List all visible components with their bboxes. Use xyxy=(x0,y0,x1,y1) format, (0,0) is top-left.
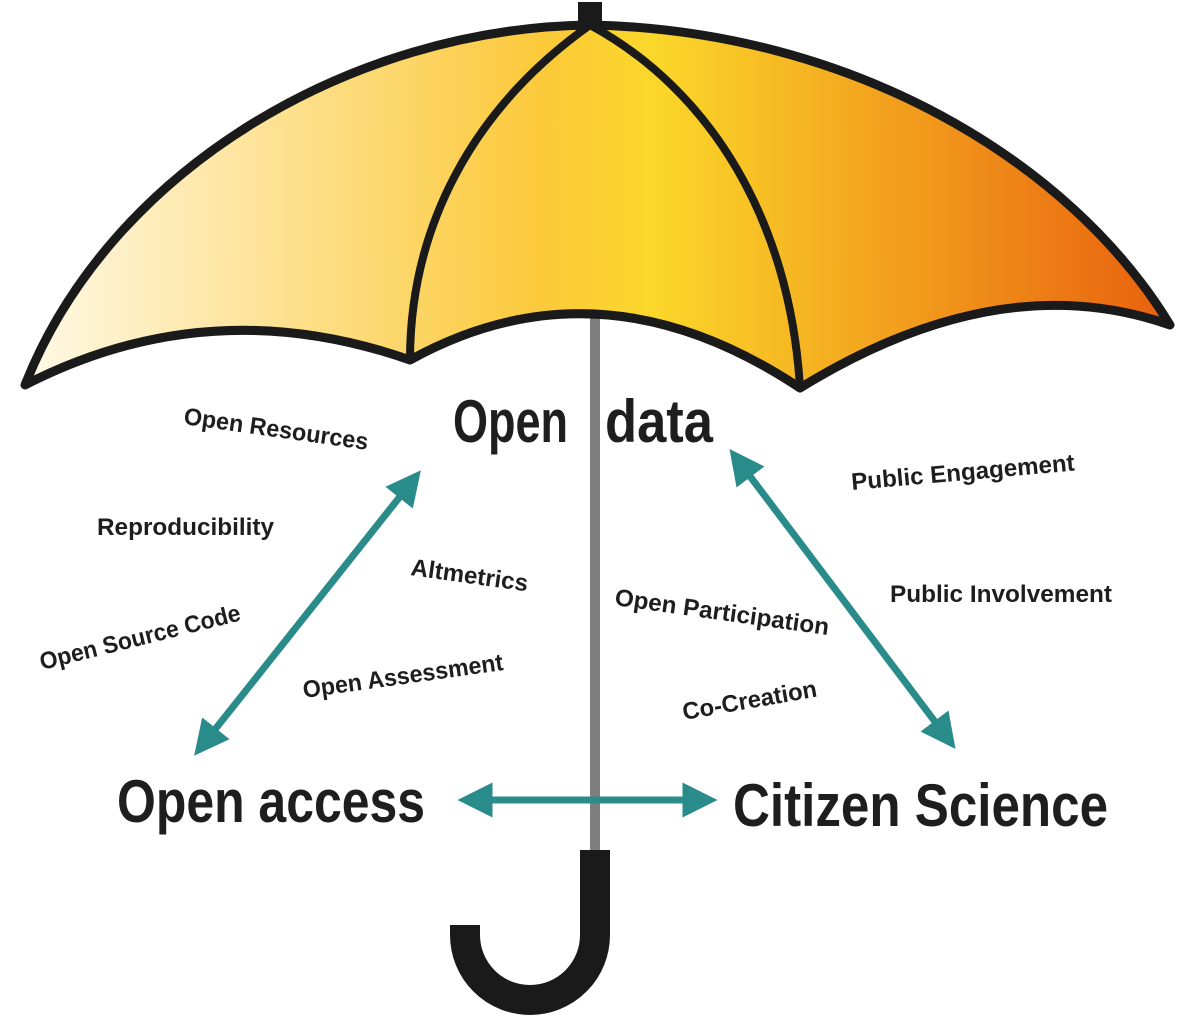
label-altmetrics: Altmetrics xyxy=(409,554,530,597)
umbrella-handle xyxy=(450,850,610,1015)
umbrella-rib-left xyxy=(406,21,593,361)
arrow-open-data-to-citizen-science xyxy=(729,449,956,749)
label-reproducibility: Reproducibility xyxy=(97,514,275,541)
arrow-open-data-to-open-access xyxy=(194,470,421,756)
umbrella-rib-right xyxy=(588,21,804,389)
label-citizen-science: Citizen Science xyxy=(733,772,1108,839)
label-open-data-right: data xyxy=(605,388,714,455)
label-open-participation: Open Participation xyxy=(613,584,831,641)
label-open-access: Open access xyxy=(117,768,425,835)
label-open-assessment: Open Assessment xyxy=(301,649,505,704)
umbrella-icon xyxy=(20,2,1175,1015)
label-public-engagement: Public Engagement xyxy=(850,450,1076,496)
label-public-involvement: Public Involvement xyxy=(890,581,1112,608)
umbrella-canopy xyxy=(20,20,1175,393)
umbrella-tip xyxy=(578,2,602,28)
label-open-source-code: Open Source Code xyxy=(37,600,243,676)
double-arrow-icon xyxy=(194,449,956,818)
label-open-resources: Open Resources xyxy=(182,403,370,456)
label-open-data-left: Open xyxy=(453,388,568,455)
label-co-creation: Co-Creation xyxy=(680,676,819,726)
